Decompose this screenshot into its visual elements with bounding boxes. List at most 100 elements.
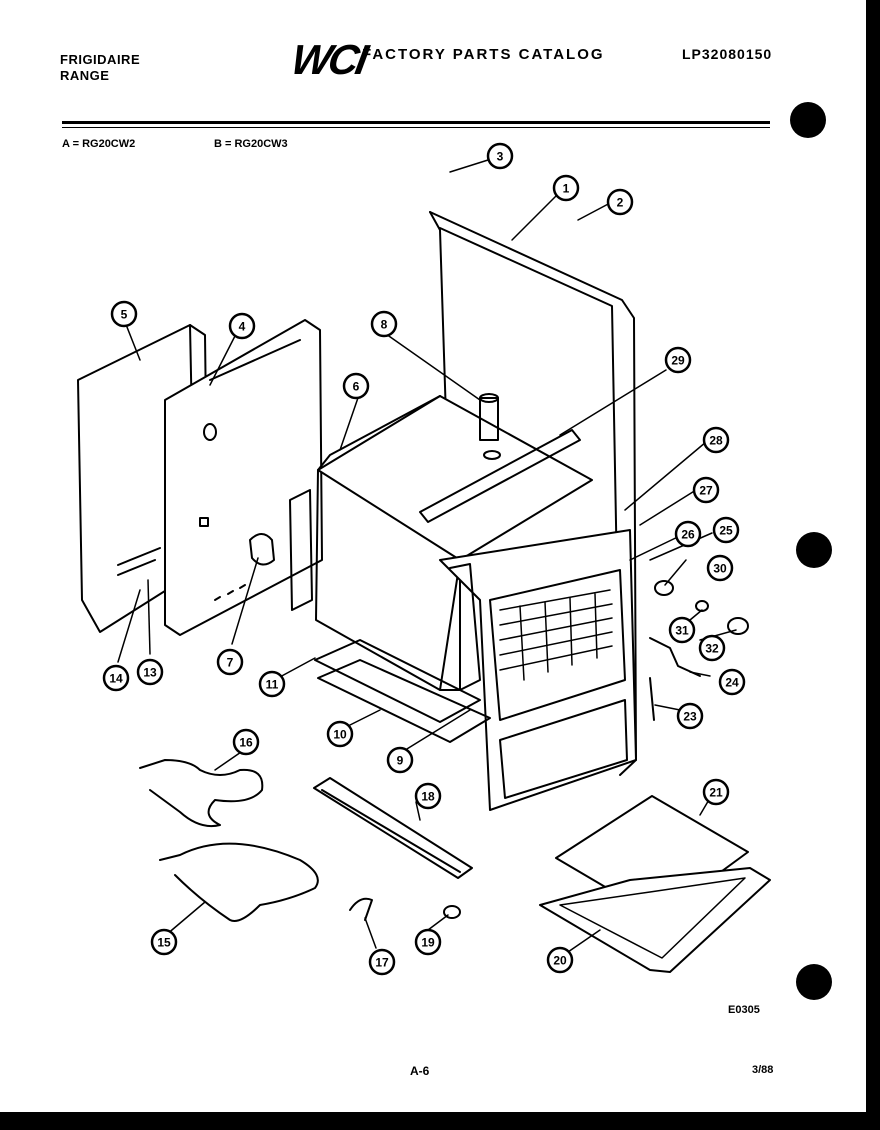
clip-part xyxy=(349,897,373,921)
callout-number: 23 xyxy=(683,710,697,724)
callout-28: 28 xyxy=(702,426,730,454)
brand-line-1: FRIGIDAIRE xyxy=(60,52,141,67)
callout-number: 26 xyxy=(681,528,695,542)
broil-element xyxy=(159,842,319,922)
callout-9: 9 xyxy=(386,746,414,774)
callout-circle xyxy=(228,312,256,340)
callout-number: 25 xyxy=(719,524,733,538)
callout-15: 15 xyxy=(150,928,178,956)
hinge-bracket xyxy=(649,637,701,677)
callout-18: 18 xyxy=(414,782,442,810)
callout-24: 24 xyxy=(718,668,746,696)
door-hinge xyxy=(649,677,655,721)
light-socket xyxy=(695,600,709,612)
callout-29: 29 xyxy=(664,346,692,374)
callout-circle xyxy=(258,670,286,698)
callout-circle xyxy=(342,372,370,400)
vent-strip xyxy=(419,429,581,523)
exploded-parts-diagram: 1234567891011131415161718192021232425262… xyxy=(77,142,771,976)
grommet-part xyxy=(443,905,461,919)
callout-2: 2 xyxy=(606,188,634,216)
callout-number: 20 xyxy=(553,954,567,968)
callout-circle xyxy=(546,946,574,974)
callout-circle xyxy=(486,142,514,170)
callout-number: 27 xyxy=(699,484,713,498)
side-panel-inner xyxy=(164,319,323,636)
callout-number: 8 xyxy=(381,318,388,332)
scan-border-bottom xyxy=(0,1112,880,1130)
callout-circle xyxy=(674,520,702,548)
callout-circle xyxy=(698,634,726,662)
revision-date: 3/88 xyxy=(752,1064,774,1076)
drawing-code: E0305 xyxy=(728,1004,760,1016)
callout-number: 15 xyxy=(157,936,171,950)
callout-32: 32 xyxy=(698,634,726,662)
callout-10: 10 xyxy=(326,720,354,748)
page-number: A-6 xyxy=(410,1064,430,1078)
callout-circle xyxy=(552,174,580,202)
callout-circle xyxy=(326,720,354,748)
callout-number: 7 xyxy=(227,656,234,670)
callout-number: 9 xyxy=(397,754,404,768)
callout-number: 19 xyxy=(421,936,435,950)
callout-13: 13 xyxy=(136,658,164,686)
callout-circle xyxy=(136,658,164,686)
callout-number: 11 xyxy=(266,678,279,692)
callout-number: 1 xyxy=(563,182,570,196)
callout-1: 1 xyxy=(552,174,580,202)
callout-circle xyxy=(386,746,414,774)
callout-circle xyxy=(668,616,696,644)
callout-number: 30 xyxy=(713,562,727,576)
callout-circle xyxy=(712,516,740,544)
header-rule-thick xyxy=(62,121,770,124)
callout-number: 28 xyxy=(709,434,723,448)
callout-19: 19 xyxy=(414,928,442,956)
callout-circle xyxy=(414,782,442,810)
callout-number: 21 xyxy=(709,786,723,800)
callout-circle xyxy=(606,188,634,216)
callout-25: 25 xyxy=(712,516,740,544)
callout-number: 29 xyxy=(671,354,685,368)
scan-border-right xyxy=(866,0,880,1130)
callout-circle xyxy=(718,668,746,696)
callout-23: 23 xyxy=(676,702,704,730)
callout-circle xyxy=(692,476,720,504)
callout-circle xyxy=(414,928,442,956)
callout-circle xyxy=(702,426,730,454)
punch-hole-top xyxy=(790,102,826,138)
broiler-pan xyxy=(539,867,771,973)
callout-circle xyxy=(706,554,734,582)
catalog-title: FACTORY PARTS CATALOG xyxy=(362,46,605,63)
callout-5: 5 xyxy=(110,300,138,328)
callout-26: 26 xyxy=(674,520,702,548)
callout-3: 3 xyxy=(486,142,514,170)
callout-11: 11 xyxy=(258,670,286,698)
callout-31: 31 xyxy=(668,616,696,644)
brand-label: FRIGIDAIRE RANGE xyxy=(60,52,140,84)
callout-14: 14 xyxy=(102,664,130,692)
model-b-label: B = RG20CW3 xyxy=(214,138,288,150)
callout-circle xyxy=(368,948,396,976)
catalog-number: LP32080150 xyxy=(682,46,773,62)
callout-number: 18 xyxy=(421,790,435,804)
callout-circle xyxy=(102,664,130,692)
callout-circle xyxy=(216,648,244,676)
callout-number: 2 xyxy=(617,196,624,210)
callout-circle xyxy=(150,928,178,956)
callout-30: 30 xyxy=(706,554,734,582)
callout-number: 14 xyxy=(109,672,123,686)
channel-bar xyxy=(313,777,473,879)
light-bulb xyxy=(727,617,749,635)
model-a-label: A = RG20CW2 xyxy=(62,138,136,150)
oven-door-frame xyxy=(439,529,637,811)
callout-number: 17 xyxy=(375,956,389,970)
burner-ring xyxy=(654,580,674,596)
callout-circle xyxy=(702,778,730,806)
callout-number: 13 xyxy=(143,666,157,680)
brand-line-2: RANGE xyxy=(60,68,110,83)
bake-element xyxy=(139,759,264,828)
callout-number: 10 xyxy=(333,728,347,742)
callout-8: 8 xyxy=(370,310,398,338)
callout-number: 3 xyxy=(497,150,504,164)
bottom-plate-lower xyxy=(317,659,491,743)
